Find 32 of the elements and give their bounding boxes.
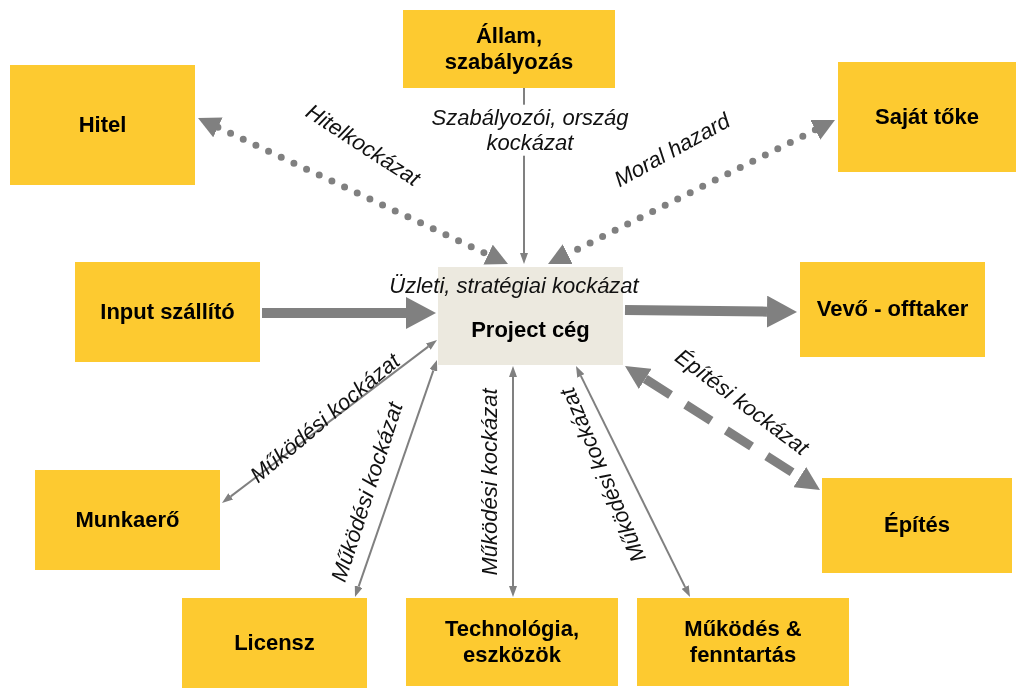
process-box	[403, 10, 615, 88]
node-label: Licensz	[234, 629, 315, 657]
risk-label: Üzleti, stratégiai kockázat	[389, 273, 639, 299]
node-label: Munkaerő	[75, 506, 180, 534]
node-label: Project cég	[471, 316, 590, 344]
edge-label: Működési kockázat	[477, 388, 503, 576]
arrow	[576, 366, 690, 597]
node-label: Input szállító	[100, 298, 235, 326]
process-box	[35, 470, 220, 570]
process-box	[800, 262, 985, 357]
dashed-arrow	[548, 120, 835, 264]
node-label: Építés	[884, 512, 950, 539]
node-label: Saját tőke	[875, 103, 979, 131]
process-box	[75, 262, 260, 362]
node-label: Vevő - offtaker	[816, 296, 969, 323]
process-box	[822, 478, 1012, 573]
node-label: Technológia, eszközök	[443, 615, 580, 669]
dashed-arrow	[198, 117, 508, 265]
arrow	[509, 366, 517, 597]
node-label: Működés & fenntartás	[683, 615, 803, 669]
arrow	[262, 297, 436, 329]
dashed-arrow	[625, 366, 820, 490]
process-box	[10, 65, 195, 185]
process-box	[406, 598, 618, 686]
process-box	[838, 62, 1016, 172]
process-box	[182, 598, 367, 688]
arrow	[354, 360, 438, 597]
arrow	[222, 340, 437, 503]
arrow	[624, 295, 797, 328]
process-box	[637, 598, 849, 686]
node-label: Állam, szabályozás	[443, 22, 575, 76]
node-label: Hitel	[78, 111, 127, 139]
